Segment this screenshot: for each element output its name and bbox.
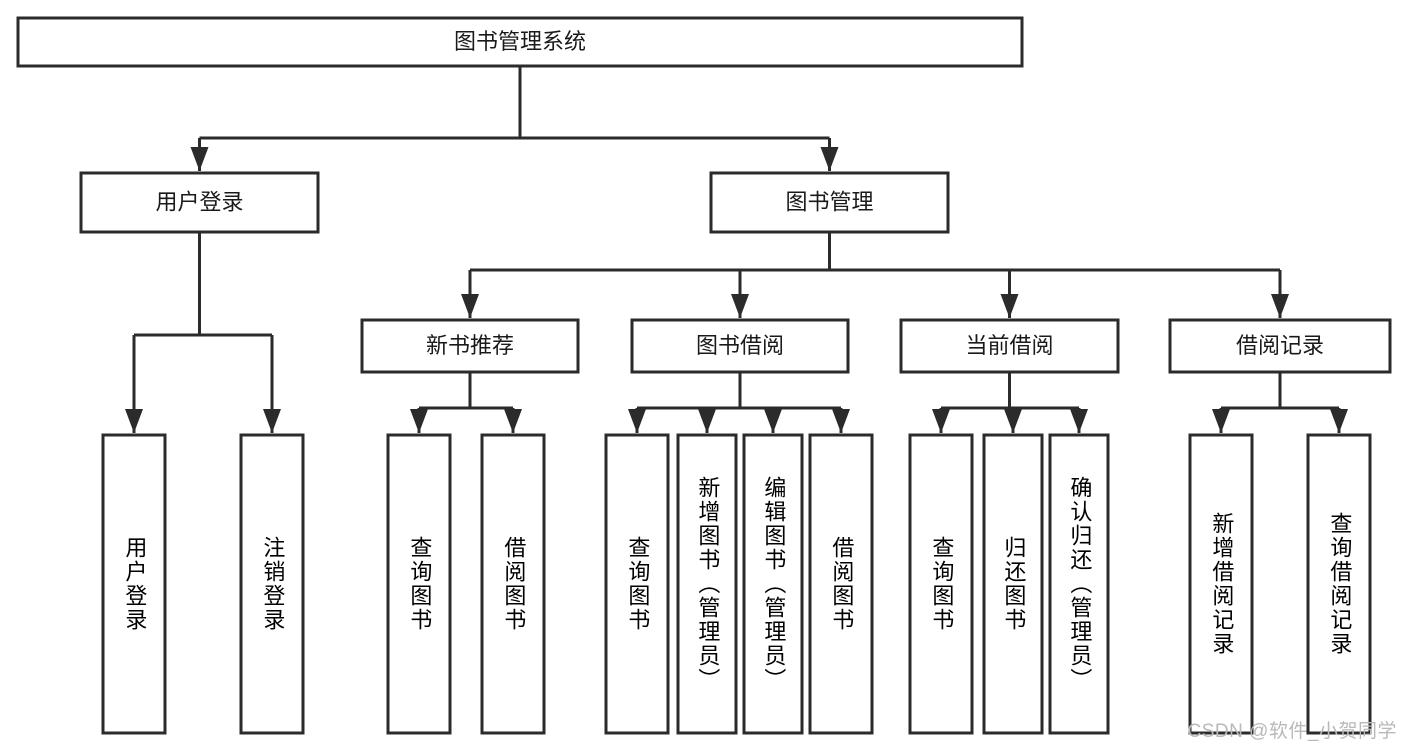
connector-arrowhead (461, 294, 479, 318)
connector-arrowhead (698, 409, 716, 433)
node-box-layer (16, 16, 1392, 735)
connector-arrowhead (1070, 409, 1088, 433)
node-box-leaf-add-book (676, 433, 738, 735)
node-box-leaf-add-record (1188, 433, 1254, 735)
node-box-book-manage (709, 171, 950, 234)
node-box-book-borrow (630, 318, 850, 374)
node-box-leaf-return-book (982, 433, 1044, 735)
connector-arrowhead (832, 409, 850, 433)
connector-arrowhead (1271, 294, 1289, 318)
node-box-leaf-borrow-book-2 (808, 433, 874, 735)
connector-arrowhead (1330, 409, 1348, 433)
node-box-new-book-recommend (360, 318, 580, 374)
connector-arrowhead (731, 294, 749, 318)
node-box-leaf-query-book-2 (604, 433, 670, 735)
watermark-text: CSDN @软件_小贺同学 (1187, 721, 1397, 742)
node-box-borrow-record (1168, 318, 1392, 374)
node-label-root: 图书管理系统 (454, 29, 586, 54)
node-box-current-borrow (899, 318, 1120, 374)
node-box-root (16, 16, 1024, 68)
node-box-leaf-confirm-return (1048, 433, 1110, 735)
node-label-book-manage: 图书管理 (785, 189, 873, 214)
connector-arrowhead (263, 409, 281, 433)
connector-arrowhead (125, 409, 143, 433)
connector-arrowhead (504, 409, 522, 433)
node-box-user-login (79, 171, 320, 234)
node-box-leaf-user-login (101, 433, 167, 735)
connector-arrowhead (1212, 409, 1230, 433)
connector-arrowhead (628, 409, 646, 433)
node-label-user-login: 用户登录 (155, 189, 243, 214)
connector-arrowhead (1000, 294, 1019, 318)
node-label-borrow-record: 借阅记录 (1236, 333, 1324, 358)
connector-arrowhead (764, 409, 782, 433)
edge-layer (125, 66, 1348, 433)
connector-arrowhead (820, 147, 839, 171)
node-box-leaf-edit-book (742, 433, 804, 735)
node-label-new-book-recommend: 新书推荐 (426, 333, 514, 358)
node-box-leaf-borrow-book-1 (480, 433, 546, 735)
connector-arrowhead (1004, 409, 1022, 433)
node-box-leaf-query-book-3 (908, 433, 974, 735)
node-label-current-borrow: 当前借阅 (965, 333, 1053, 358)
connector-arrowhead (190, 147, 209, 171)
node-box-leaf-query-book-1 (386, 433, 452, 735)
node-box-leaf-user-logout (239, 433, 305, 735)
node-label-book-borrow: 图书借阅 (696, 333, 784, 358)
connector-arrowhead (410, 409, 428, 433)
connector-arrowhead (932, 409, 950, 433)
node-box-leaf-query-record (1306, 433, 1372, 735)
